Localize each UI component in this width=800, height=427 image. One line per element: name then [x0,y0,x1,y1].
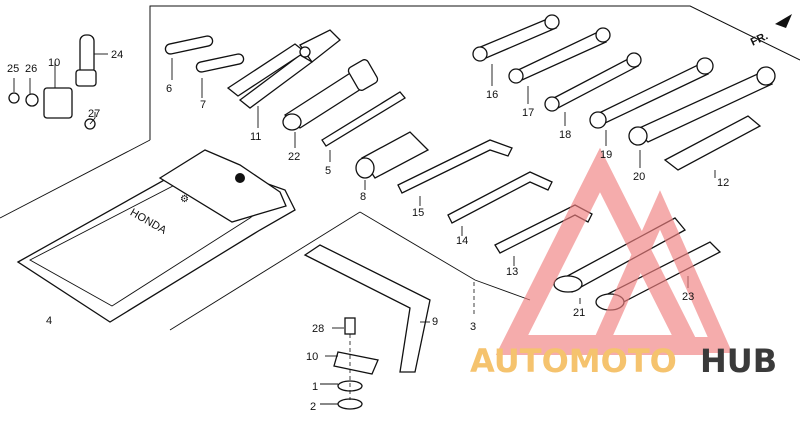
callout-14: 14 [456,235,468,247]
callout-17: 17 [522,107,534,119]
callout-6: 6 [166,83,172,95]
callout-28: 28 [312,323,324,335]
callout-25: 25 [7,63,19,75]
front-direction-arrow: FR. [749,14,792,49]
callout-10-top: 10 [48,57,60,69]
callout-8: 8 [360,191,366,203]
part-20-spanner [628,66,776,168]
callout-labels: 1 2 3 4 5 6 7 8 9 10 10 11 12 13 14 15 1… [7,49,729,413]
part-18-wrench [544,52,642,126]
part-12-grip-tube [663,115,762,178]
part-9-strap [303,244,431,373]
watermark-word-a: AUTOMOTO [470,342,677,380]
callout-15: 15 [412,207,424,219]
part-19-ring-wrench [589,57,714,146]
callout-18: 18 [559,129,571,141]
part-22-socket-wrench [282,59,379,148]
callout-3: 3 [470,321,476,333]
part-5-screwdriver-shaft [321,91,406,162]
callout-5: 5 [325,165,331,177]
part-16-wrench [472,14,560,86]
part-14-hex-key [447,171,553,236]
part-6-pin [164,35,214,80]
part-15-hex-key [397,139,513,206]
watermark-word-b: HUB [700,342,777,380]
watermark-text: AUTOMOTO HUB [470,342,777,380]
callout-22: 22 [288,151,300,163]
callout-9: 9 [432,316,438,328]
part-fastener-cluster [8,34,108,130]
callout-26: 26 [25,63,37,75]
callout-19: 19 [600,149,612,161]
callout-10-bottom: 10 [306,351,318,363]
part-24-clip-base [75,69,97,87]
part-10-holder-bracket [43,87,73,119]
part-17-wrench [508,27,611,104]
part-7-pin [195,53,245,98]
part-hardware-stack [320,317,379,410]
pouch-snap-mark: ⚙ [180,194,189,205]
callout-24: 24 [111,49,123,61]
part-28-bolt [344,317,356,335]
callout-27: 27 [88,108,100,120]
callout-16: 16 [486,89,498,101]
callout-7: 7 [200,99,206,111]
part-8-screwdriver-handle [355,131,430,190]
panel-frame [0,5,800,331]
callout-12: 12 [717,177,729,189]
callout-21: 21 [573,307,585,319]
callout-20: 20 [633,171,645,183]
part-26-washer [25,93,39,107]
snap-button-icon [235,173,245,183]
callout-2: 2 [310,401,316,413]
part-4-tool-pouch: HONDA ⚙ [16,149,296,323]
callout-11: 11 [250,131,261,143]
part-2-washer [337,398,363,410]
callout-13: 13 [506,266,518,278]
arrow-head-icon [775,14,792,28]
callout-1: 1 [312,381,318,393]
direction-label: FR. [749,30,770,48]
part-24-clip [79,34,95,76]
part-10-bracket [333,351,379,375]
part-11-pliers [226,29,341,128]
watermark-logo [495,147,733,355]
callout-4: 4 [46,315,52,327]
callout-23: 23 [682,291,694,303]
part-25-nut [8,92,20,104]
